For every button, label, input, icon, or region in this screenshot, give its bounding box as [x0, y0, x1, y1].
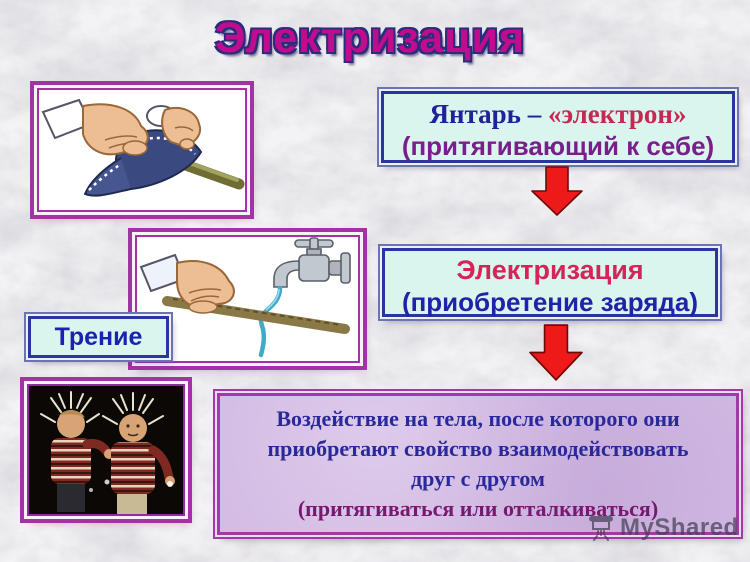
down-arrow-icon: [531, 166, 583, 216]
down-arrow-icon: [529, 324, 583, 381]
amber-term: «электрон»: [547, 99, 687, 129]
friction-label: Трение: [54, 323, 143, 351]
definition-line2: приобретают свойство взаимодействовать: [267, 436, 689, 461]
slide-title: Электризация: [214, 14, 526, 62]
water-stream-image: [135, 235, 360, 363]
watermark: MyShared: [588, 514, 739, 542]
definition-box: Воздействие на тела, после которого они …: [217, 393, 739, 535]
static-hair-boys-image: [27, 384, 185, 516]
amber-label: Янтарь –: [429, 99, 548, 129]
electrization-line2: (приобретение заряда): [401, 287, 699, 317]
definition-line1: Воздействие на тела, после которого они: [276, 406, 680, 431]
electrization-box: Электризация (приобретение заряда): [382, 248, 718, 317]
amber-definition-box: Янтарь – «электрон» (притягивающий к себ…: [381, 91, 735, 163]
projector-screen-icon: [589, 516, 613, 541]
electrization-line1: Электризация: [456, 255, 644, 285]
friction-box: Трение: [28, 316, 169, 358]
watermark-text: MyShared: [620, 514, 739, 541]
amber-line1: Янтарь – «электрон»: [384, 94, 732, 131]
definition-line3: друг с другом: [411, 466, 545, 491]
amber-line2: (притягивающий к себе): [401, 131, 715, 161]
rubbing-rod-image: [37, 88, 247, 212]
